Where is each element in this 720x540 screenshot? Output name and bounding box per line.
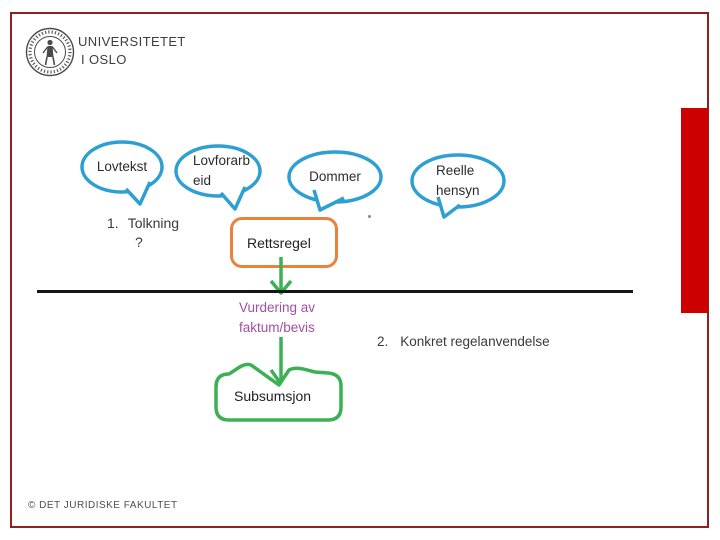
- step1-label: Tolkning: [127, 215, 180, 231]
- cloud-box-icon: [214, 362, 343, 422]
- university-name-line1: UNIVERSITETET: [78, 34, 186, 49]
- bubble-label: Lovtekst: [96, 159, 148, 174]
- slide-border-frame: [10, 12, 709, 528]
- step2-konkret-regelanvendelse: 2. Konkret regelanvendelse: [377, 334, 550, 349]
- step2-label: Konkret regelanvendelse: [400, 334, 550, 349]
- arrow-down-icon: [265, 255, 297, 302]
- speech-bubble-icon: [287, 150, 383, 212]
- footer-copyright: © DET JURIDISKE FAKULTET: [28, 500, 178, 511]
- bubble-label: Reelle hensyn: [436, 163, 480, 198]
- subsumsjon-label: Subsumsjon: [234, 388, 312, 404]
- bubble-label: Lovforarb eid: [193, 153, 251, 188]
- rettsregel-box: Rettsregel: [230, 217, 338, 268]
- rettsregel-label: Rettsregel: [247, 234, 311, 251]
- red-accent-bar: [681, 108, 708, 313]
- speech-bubble-icon: [80, 140, 164, 206]
- speech-bubble-reelle-hensyn: Reelle hensyn: [408, 153, 508, 221]
- speech-bubble-lovtekst: Lovtekst: [80, 140, 168, 210]
- uio-seal-icon: [24, 26, 76, 78]
- university-name: UNIVERSITETET I OSLO: [78, 33, 186, 69]
- vurdering-text: Vurdering av faktum/bevis: [239, 300, 316, 335]
- step1-question-mark: ?: [135, 234, 143, 250]
- speech-bubble-icon: [174, 144, 262, 211]
- step1-tolkning: 1. Tolkning ?: [107, 215, 179, 250]
- stray-mark: [368, 215, 371, 218]
- subsumsjon-bubble: Subsumsjon: [212, 362, 348, 426]
- bubble-label: Dommer: [309, 169, 361, 184]
- university-name-line2: I OSLO: [81, 52, 127, 67]
- speech-bubble-lovforarbeid: Lovforarb eid: [173, 143, 265, 213]
- step1-number: 1.: [107, 215, 119, 231]
- step2-number: 2.: [377, 334, 389, 349]
- speech-bubble-dommer: Dommer: [286, 150, 384, 214]
- divider-line: [37, 290, 633, 293]
- speech-bubble-icon: [410, 153, 506, 219]
